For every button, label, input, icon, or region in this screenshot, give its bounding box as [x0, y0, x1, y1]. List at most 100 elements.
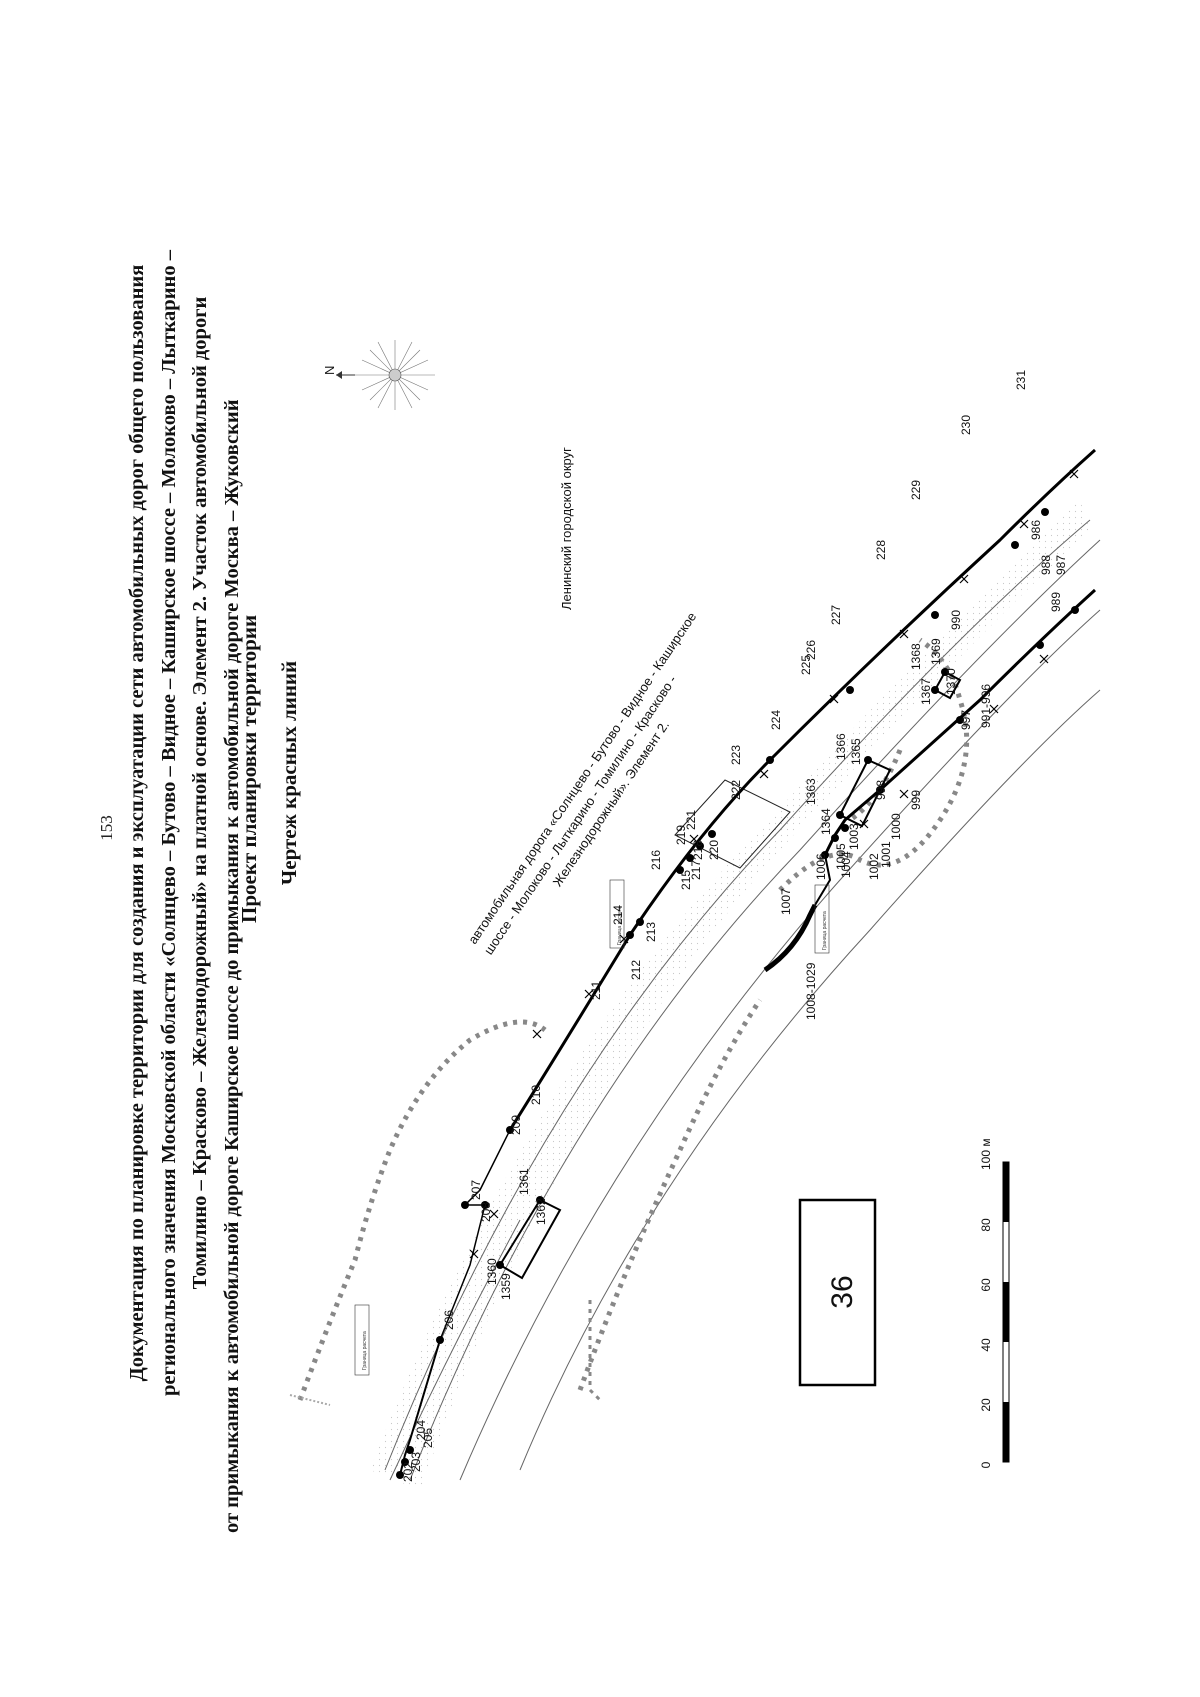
- point-label: 997: [959, 710, 973, 730]
- point-label: 1005: [834, 843, 848, 870]
- district-label: Ленинский городской округ: [559, 447, 574, 610]
- road-edge-2: [409, 539, 1101, 1481]
- scale-tick-label: 60: [979, 1278, 993, 1292]
- point-labels: 2022032042052062072082092102112122132142…: [401, 370, 1068, 1482]
- point-label: 220: [707, 840, 721, 860]
- road-edges: [384, 519, 1101, 1481]
- point-label: 230: [959, 415, 973, 435]
- point-label: 1002: [867, 853, 881, 880]
- south-red-line: [763, 588, 1097, 973]
- point-label: 987: [1054, 555, 1068, 575]
- point-label: 1361: [517, 1168, 531, 1195]
- vertex-1004: [841, 824, 849, 832]
- vertex-1005: [831, 834, 839, 842]
- carriageway-area: [370, 500, 1090, 1490]
- parcel-1367-1370: [933, 670, 962, 700]
- boundary-label-south: Граница расчета: [822, 911, 828, 950]
- point-label: 1364: [819, 808, 833, 835]
- boundary-callouts: Граница расчета Граница расчета Граница …: [354, 879, 830, 1376]
- point-label: 213: [644, 922, 658, 942]
- point-label: 226: [804, 640, 818, 660]
- boundary-east-inner: [848, 749, 903, 823]
- vertex-1359: [496, 1261, 504, 1269]
- point-label: 207: [469, 1180, 483, 1200]
- point-label: 991-996: [979, 684, 993, 728]
- cross-marker: [899, 789, 909, 799]
- cross-marker: [532, 1029, 542, 1039]
- point-label: 990: [949, 610, 963, 630]
- point-label: 1001: [879, 841, 893, 868]
- cross-marker: [899, 629, 909, 639]
- point-label: 215: [679, 870, 693, 890]
- road-edge-1: [384, 519, 1091, 1471]
- point-label: 1360: [485, 1258, 499, 1285]
- sheet-number: 36: [826, 1275, 859, 1308]
- point-label: 1006: [814, 853, 828, 880]
- vertex-221: [708, 830, 716, 838]
- cross-marker: [989, 704, 999, 714]
- boundary-south: [577, 998, 763, 1391]
- point-label: 206: [442, 1310, 456, 1330]
- point-label: 1368: [909, 643, 923, 670]
- vertex-212: [626, 931, 634, 939]
- point-label: 225: [799, 655, 813, 675]
- cross-marker: [759, 769, 769, 779]
- vertex-230: [1011, 541, 1019, 549]
- vertex-209: [506, 1126, 514, 1134]
- point-label: 1359: [499, 1273, 513, 1300]
- point-label: 223: [729, 745, 743, 765]
- point-label: 211: [589, 981, 603, 1000]
- vertex-223: [766, 756, 774, 764]
- point-label: 988: [1039, 555, 1053, 575]
- road-ramp: [389, 1219, 521, 1481]
- point-label: 210: [529, 1085, 543, 1105]
- vertex-202: [396, 1471, 404, 1479]
- vertex-987: [1071, 606, 1079, 614]
- vertex-217: [686, 854, 694, 862]
- cross-marker: [469, 1249, 479, 1259]
- point-label: 204: [414, 1420, 428, 1440]
- vertex-203: [401, 1458, 409, 1466]
- vertex-1003: [876, 786, 884, 794]
- point-label: 219: [674, 825, 688, 845]
- vertex-208: [461, 1201, 469, 1209]
- point-label: 1000: [889, 813, 903, 840]
- point-label: 1008-1029: [804, 962, 818, 1020]
- point-label: 222: [729, 780, 743, 800]
- point-label: 1362: [534, 1198, 548, 1225]
- point-label: 1004: [839, 851, 853, 878]
- vertex-215: [676, 866, 684, 874]
- boundary-crosses: [469, 469, 1079, 1259]
- red-line-connector: [439, 1204, 486, 1341]
- point-label: 221: [684, 810, 698, 830]
- point-label: 214: [611, 905, 625, 925]
- point-label: 1367: [919, 678, 933, 705]
- calculation-boundary: [297, 637, 970, 1401]
- point-label: 209: [509, 1115, 523, 1135]
- cross-marker: [1039, 654, 1049, 664]
- cross-marker: [829, 694, 839, 704]
- point-label: 998: [874, 780, 888, 800]
- cross-marker: [859, 819, 869, 829]
- cross-marker: [1019, 519, 1029, 529]
- boundary-stub: [588, 1300, 602, 1402]
- callout-box-west: [354, 1304, 370, 1376]
- scale-tick-label: 80: [979, 1218, 993, 1232]
- sheet-number-box: [798, 1198, 877, 1387]
- crossing-rectangle: [674, 779, 791, 869]
- point-label: 1363: [804, 778, 818, 805]
- cross-marker: [489, 1209, 499, 1219]
- boundary-tail: [289, 1394, 331, 1406]
- vertex-206: [436, 1336, 444, 1344]
- red-line-1007: [814, 854, 832, 906]
- point-label: 212: [629, 960, 643, 980]
- vertex-dots: [396, 508, 1079, 1479]
- road-edge-3: [459, 609, 1101, 1481]
- point-label: 1366: [834, 733, 848, 760]
- point-label: 1007: [779, 888, 793, 915]
- vertex-997: [956, 716, 964, 724]
- north-arrow-head: [336, 371, 342, 379]
- vertex-1361: [536, 1196, 544, 1204]
- point-label: 205: [421, 1428, 435, 1448]
- boundary-label-west: Граница расчета: [362, 1331, 368, 1370]
